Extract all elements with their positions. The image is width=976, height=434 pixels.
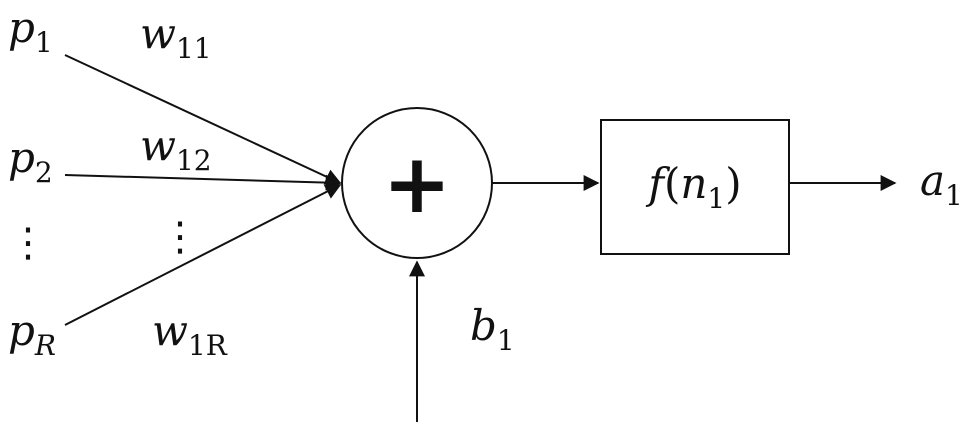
bias-label: b1	[470, 301, 515, 357]
weight-label-w11: w11	[140, 9, 212, 65]
weight-label-w1R: w1R	[152, 306, 228, 362]
input-ellipsis: ⋮	[8, 220, 48, 266]
transfer-function-box	[600, 119, 790, 255]
output-label: a1	[920, 156, 963, 212]
summation-symbol: +	[383, 137, 452, 232]
transfer-function-label: f(n1)	[645, 159, 741, 215]
input-label-p2: p2	[8, 133, 53, 189]
weight-ellipsis: ⋮	[160, 214, 200, 260]
input-label-pR: pR	[8, 306, 56, 362]
input-arrow-pR	[64, 184, 342, 326]
input-arrow-p1	[64, 54, 342, 185]
input-label-p1: p1	[8, 3, 53, 59]
weight-label-w12: w12	[140, 121, 212, 177]
input-arrow-p2	[64, 174, 342, 191]
